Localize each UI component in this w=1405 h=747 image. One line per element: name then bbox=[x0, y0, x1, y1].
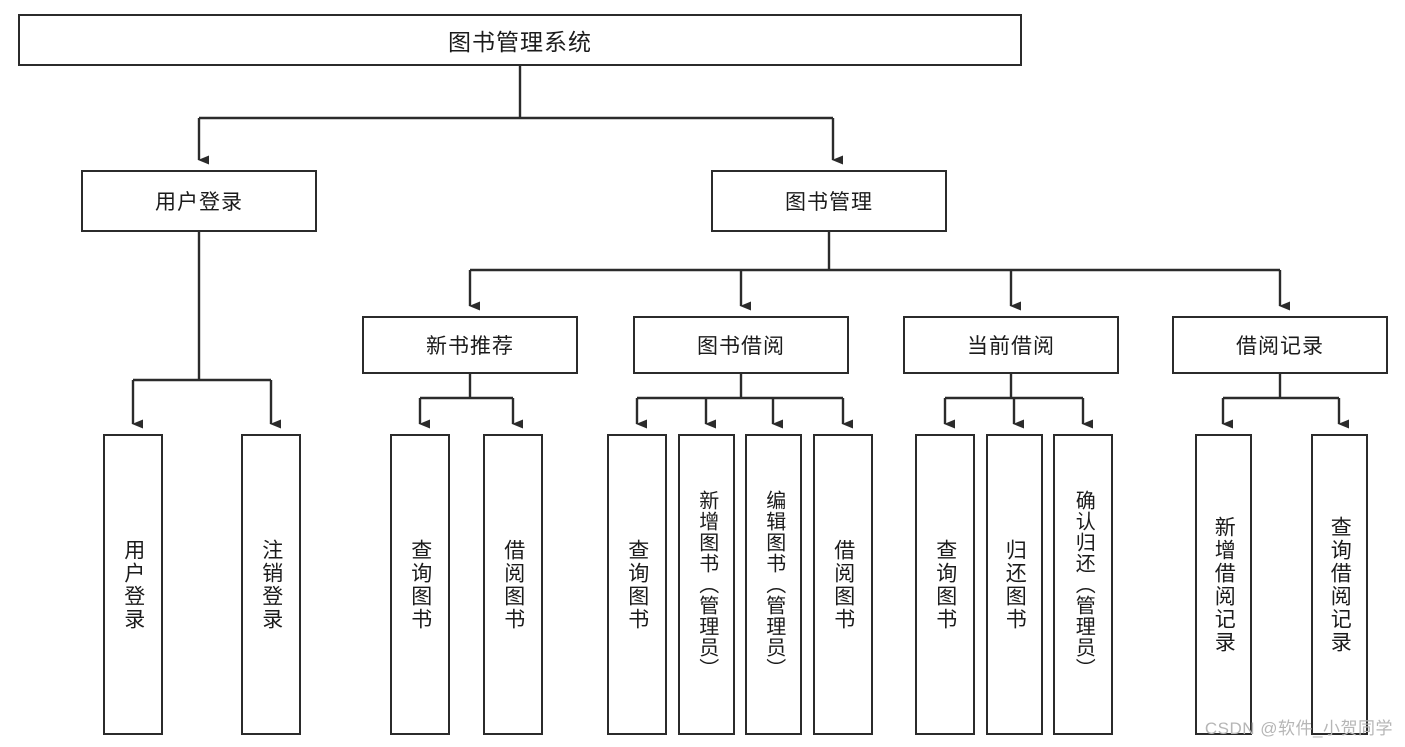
leaf-label: 查询图书 bbox=[933, 538, 957, 631]
leaf-label: 用户登录 bbox=[121, 538, 145, 631]
node-root-label: 图书管理系统 bbox=[448, 29, 592, 55]
leaf-label: 借阅图书 bbox=[501, 538, 525, 631]
node-new-book-recommend-label: 新书推荐 bbox=[426, 335, 514, 358]
leaf-book-borrow-query[interactable]: 查询图书 bbox=[607, 434, 667, 735]
node-user-login[interactable]: 用户登录 bbox=[81, 170, 317, 232]
leaf-borrow-record-add[interactable]: 新增借阅记录 bbox=[1195, 434, 1252, 735]
node-root[interactable]: 图书管理系统 bbox=[18, 14, 1022, 66]
leaf-book-borrow-add[interactable]: 新增图书（管理员） bbox=[678, 434, 735, 735]
leaf-label: 借阅图书 bbox=[831, 538, 855, 631]
leaf-label: 查询图书 bbox=[408, 538, 432, 631]
leaf-current-borrow-query[interactable]: 查询图书 bbox=[915, 434, 975, 735]
csdn-watermark: CSDN @软件_小贺同学 bbox=[1204, 719, 1393, 738]
node-user-login-label: 用户登录 bbox=[155, 191, 243, 214]
node-new-book-recommend[interactable]: 新书推荐 bbox=[362, 316, 578, 374]
leaf-label: 查询借阅记录 bbox=[1328, 515, 1352, 654]
leaf-user-login-login[interactable]: 用户登录 bbox=[103, 434, 163, 735]
node-book-management[interactable]: 图书管理 bbox=[711, 170, 947, 232]
leaf-new-book-query[interactable]: 查询图书 bbox=[390, 434, 450, 735]
node-borrow-record-label: 借阅记录 bbox=[1236, 335, 1324, 358]
node-book-borrow-label: 图书借阅 bbox=[697, 335, 785, 358]
leaf-user-login-logout[interactable]: 注销登录 bbox=[241, 434, 301, 735]
leaf-label: 归还图书 bbox=[1003, 538, 1027, 631]
node-borrow-record[interactable]: 借阅记录 bbox=[1172, 316, 1388, 374]
leaf-book-borrow-edit[interactable]: 编辑图书（管理员） bbox=[745, 434, 802, 735]
leaf-borrow-record-query[interactable]: 查询借阅记录 bbox=[1311, 434, 1368, 735]
node-current-borrow[interactable]: 当前借阅 bbox=[903, 316, 1119, 374]
leaf-label: 注销登录 bbox=[259, 538, 283, 631]
node-book-borrow[interactable]: 图书借阅 bbox=[633, 316, 849, 374]
leaf-current-borrow-return[interactable]: 归还图书 bbox=[986, 434, 1043, 735]
leaf-label: 新增图书（管理员） bbox=[695, 490, 718, 679]
node-current-borrow-label: 当前借阅 bbox=[967, 335, 1055, 358]
leaf-label: 编辑图书（管理员） bbox=[762, 490, 785, 679]
leaf-book-borrow-borrow[interactable]: 借阅图书 bbox=[813, 434, 873, 735]
leaf-label: 确认归还（管理员） bbox=[1072, 490, 1095, 679]
leaf-new-book-borrow[interactable]: 借阅图书 bbox=[483, 434, 543, 735]
leaf-current-borrow-confirm-return[interactable]: 确认归还（管理员） bbox=[1053, 434, 1113, 735]
node-book-management-label: 图书管理 bbox=[785, 191, 873, 214]
leaf-label: 查询图书 bbox=[625, 538, 649, 631]
leaf-label: 新增借阅记录 bbox=[1212, 515, 1236, 654]
